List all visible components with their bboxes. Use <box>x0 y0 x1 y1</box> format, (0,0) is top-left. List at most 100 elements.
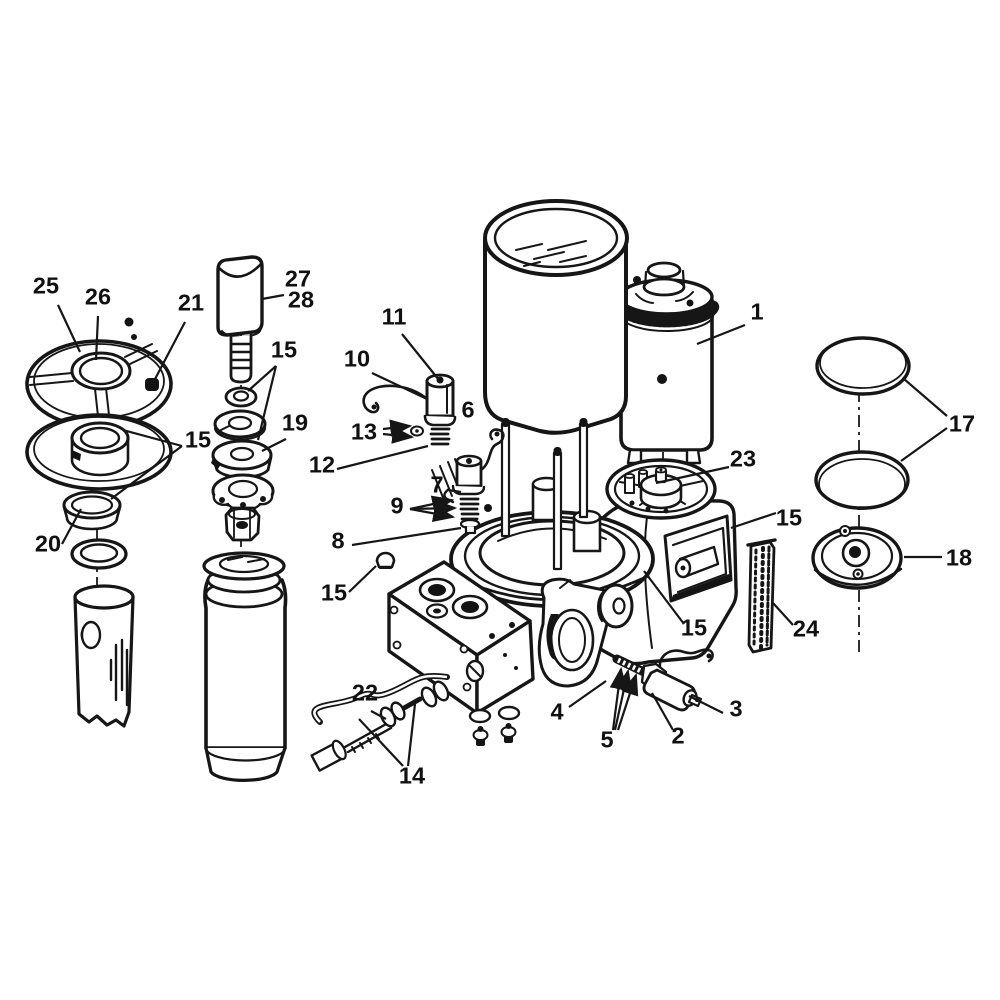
callout-leader-14 <box>406 703 417 767</box>
callout-leader-12 <box>336 444 429 471</box>
stud-part-21 <box>145 378 159 391</box>
callout-label-9-15: 9 <box>390 492 403 518</box>
tie-rods <box>500 418 602 571</box>
callout-leader-5 <box>616 672 639 731</box>
callout-label-21-3: 21 <box>178 289 204 315</box>
callout-label-20-19: 20 <box>35 530 61 556</box>
callout-label-15-13: 15 <box>185 426 211 452</box>
textured-strip-part-24 <box>746 538 777 654</box>
callout-label-18-21: 18 <box>946 544 972 570</box>
callout-label-12-12: 12 <box>309 451 335 477</box>
callout-leader-8 <box>351 526 462 547</box>
callout-label-2-28: 2 <box>671 722 684 748</box>
callout-leader-14 <box>358 718 404 767</box>
o-rings-and-screws <box>468 705 521 746</box>
reservoir-tank <box>483 199 629 435</box>
callout-label-8-17: 8 <box>331 527 344 553</box>
washer-thick <box>213 409 267 441</box>
callout-leader-3 <box>688 695 724 714</box>
callout-leader-10 <box>371 372 428 400</box>
callout-label-10-8: 10 <box>344 345 370 371</box>
seal-gaskets-part-17 <box>814 336 911 510</box>
callout-leader-21 <box>153 321 186 382</box>
wire-spring <box>479 428 505 472</box>
callout-label-25-1: 25 <box>33 272 59 298</box>
callout-label-22-25: 22 <box>352 679 378 705</box>
callout-label-15-18: 15 <box>776 504 802 530</box>
guide-wheel <box>596 583 634 629</box>
callout-leader-17 <box>900 427 948 462</box>
yoke-clamp <box>537 577 618 688</box>
cam-disc-assembly <box>25 317 173 570</box>
callout-leader-7 <box>447 488 462 494</box>
callout-label-4-26: 4 <box>550 698 563 724</box>
screw <box>472 726 489 746</box>
cam-pulley-part-23 <box>605 458 717 520</box>
callout-leader-20 <box>61 508 82 545</box>
wire-spring <box>658 648 714 680</box>
callout-label-13-10: 13 <box>351 418 377 444</box>
callout-label-14-30: 14 <box>399 762 425 788</box>
dome-plug <box>375 551 396 569</box>
front-plug <box>465 659 485 683</box>
callout-leader-15 <box>110 445 183 500</box>
washer-small <box>224 386 258 408</box>
o-ring <box>70 538 128 570</box>
sleeve-tube <box>73 584 135 728</box>
tie-rod <box>500 418 511 538</box>
callout-leader-24 <box>772 602 794 626</box>
callout-label-27-4: 27 <box>285 265 311 291</box>
callout-leader-11 <box>401 333 440 381</box>
callout-leader-19 <box>261 438 287 452</box>
callout-leader-15 <box>247 365 277 392</box>
hose-and-fittings <box>310 673 450 772</box>
bearing-spider <box>211 473 275 511</box>
callout-label-23-16: 23 <box>730 445 756 471</box>
window-roller <box>674 545 720 579</box>
relief-valve-lower <box>443 428 505 535</box>
tie-rod <box>552 447 563 571</box>
callout-leader-2 <box>651 692 674 731</box>
relief-valve-upper <box>362 373 457 446</box>
callout-leader-9 <box>409 504 456 523</box>
callout-label-7-14: 7 <box>430 471 443 497</box>
callout-label-15-6: 15 <box>271 336 297 362</box>
filter-canister <box>202 551 288 782</box>
callout-leader-27 <box>261 293 285 301</box>
callout-label-17-20: 17 <box>949 410 975 436</box>
callout-leader-9 <box>409 499 458 518</box>
callout-leader-22 <box>370 710 387 720</box>
callout-leader-23 <box>655 465 730 485</box>
callout-leader-15 <box>122 428 183 448</box>
callout-leader-15 <box>730 511 777 530</box>
callout-leader-25 <box>57 304 81 353</box>
hex-nut <box>224 506 261 542</box>
callout-label-19-11: 19 <box>282 409 308 435</box>
callout-leader-4 <box>568 680 607 708</box>
o-ring-small <box>432 680 450 702</box>
callout-leader-15 <box>643 570 685 625</box>
tie-rod <box>578 418 589 519</box>
electric-motor-part-1 <box>615 261 720 465</box>
callout-label-28-5: 28 <box>288 286 314 312</box>
callout-label-15-23: 15 <box>681 614 707 640</box>
cover-plate-part-18 <box>811 525 903 590</box>
o-ring-small <box>420 686 438 708</box>
callout-leader-15 <box>348 565 377 593</box>
callout-leader-15 <box>256 365 278 441</box>
cup-washer-part-19 <box>211 439 273 479</box>
callout-leader-13 <box>382 419 413 437</box>
coupling-cylinder-27-28 <box>216 255 264 338</box>
callout-label-6-9: 6 <box>461 396 474 422</box>
callout-label-5-27: 5 <box>600 726 613 752</box>
callout-leader-13 <box>382 426 415 444</box>
callout-leader-17 <box>903 378 948 417</box>
callout-label-1-0: 1 <box>750 298 763 324</box>
callout-leader-1 <box>696 323 746 346</box>
callout-label-26-2: 26 <box>85 283 111 309</box>
callout-label-3-29: 3 <box>729 695 742 721</box>
callout-leader-26 <box>94 315 100 361</box>
callout-label-15-22: 15 <box>321 579 347 605</box>
